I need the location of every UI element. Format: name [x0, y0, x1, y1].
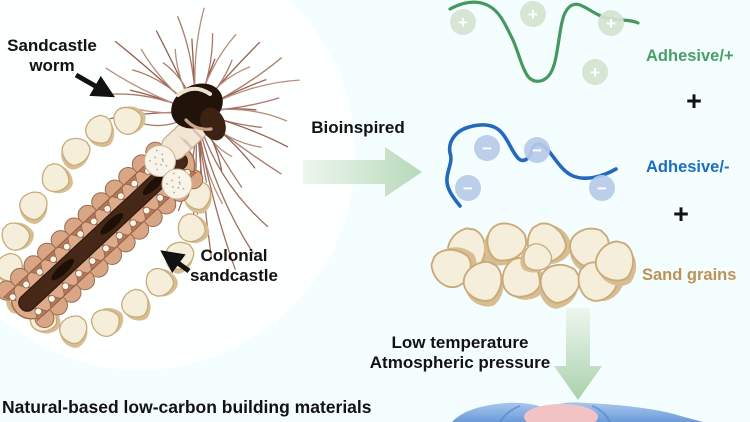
bioinspired-arrow-right [303, 147, 422, 197]
negative-charge-beads: − − − − [455, 135, 615, 201]
svg-text:+: + [590, 63, 600, 82]
adhesive-positive-label: Adhesive/+ [646, 47, 734, 65]
sand-grains-cluster [425, 213, 643, 315]
worm-pointer-arrow [74, 72, 115, 98]
plus-separator-1: + [686, 86, 702, 116]
blue-polymer-line [445, 123, 618, 208]
photo-fragment [452, 402, 703, 422]
sandcastle-worm-label-line2: worm [29, 56, 75, 76]
worm-building-organ [143, 144, 193, 200]
positive-charge-beads: + + + + [450, 1, 624, 85]
bioinspired-label: Bioinspired [311, 118, 405, 137]
process-arrow-down [554, 308, 602, 400]
condition-line1: Low temperature [391, 333, 529, 352]
colonial-sandcastle-label: Colonial sandcastle [178, 246, 290, 286]
plus-separator-2: + [673, 199, 689, 229]
svg-text:−: − [482, 139, 492, 158]
svg-text:−: − [463, 179, 473, 198]
adhesive-negative-label: Adhesive/- [646, 158, 730, 176]
worm-head-operculum [171, 83, 226, 142]
process-conditions-label: Low temperature Atmospheric pressure [360, 333, 560, 373]
green-polymer-line [448, 0, 640, 83]
svg-text:−: − [597, 179, 607, 198]
adhesive-positive-polymer: + + + + [448, 0, 640, 85]
colonial-sandcastle-label-line1: Colonial [200, 246, 268, 265]
svg-text:+: + [606, 14, 616, 33]
svg-text:−: − [532, 141, 542, 160]
adhesive-negative-polymer: − − − − [445, 123, 618, 208]
sandcastle-worm-label-line1: Sandcastle [7, 36, 97, 55]
colony-pointer-arrow [160, 250, 191, 274]
sandcastle-worm-label: Sandcastle worm [4, 36, 100, 76]
figure-caption: Natural-based low-carbon building materi… [2, 397, 372, 417]
svg-text:+: + [528, 5, 538, 24]
colonial-sandcastle-label-line2: sandcastle [190, 266, 278, 286]
condition-line2: Atmospheric pressure [369, 353, 551, 373]
svg-text:+: + [458, 13, 468, 32]
sandcastle-worm-illustration [0, 0, 355, 370]
sand-grains-label: Sand grains [642, 266, 737, 284]
